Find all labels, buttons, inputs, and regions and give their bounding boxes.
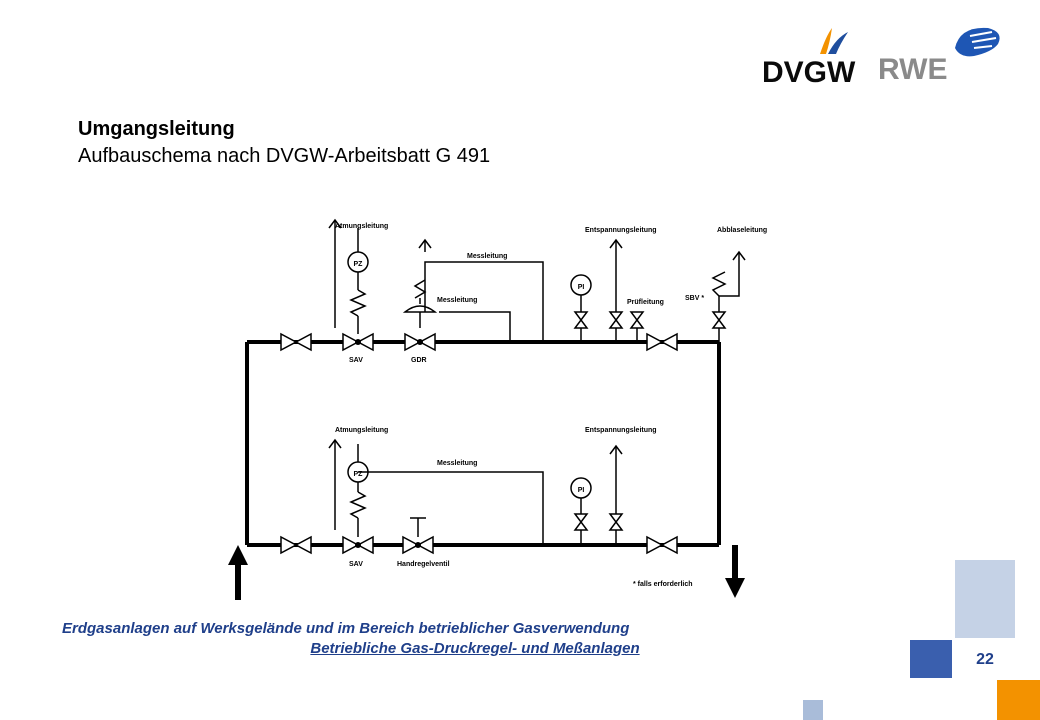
pz-bottom-label: PZ xyxy=(354,471,364,478)
label-sav-bottom: SAV xyxy=(349,561,363,568)
valve-icon xyxy=(280,535,312,555)
label-handregel: Handregelventil xyxy=(397,561,450,568)
label-abblase: Abblaseleitung xyxy=(717,227,767,234)
pi-bottom-label: PI xyxy=(578,487,585,494)
footer: Erdgasanlagen auf Werksgelände und im Be… xyxy=(0,620,830,657)
sav-bottom-dot xyxy=(355,542,361,548)
label-falls: * falls erforderlich xyxy=(633,581,693,588)
footer-line1: Erdgasanlagen auf Werksgelände und im Be… xyxy=(62,620,630,637)
sav-bottom-assembly xyxy=(347,444,369,537)
footer-link[interactable]: Betriebliche Gas-Druckregel- und Meßanla… xyxy=(310,640,640,657)
messleitung-top xyxy=(418,238,544,342)
label-atmung-bottom: Atmungsleitung xyxy=(335,427,388,434)
label-atmung-top: Atmungsleitung xyxy=(335,223,388,230)
page-title: Umgangsleitung xyxy=(78,118,235,140)
page-number: 22 xyxy=(976,651,994,668)
gdr-dot xyxy=(417,339,423,345)
label-mess-inner-top: Messleitung xyxy=(437,297,477,304)
label-pruef: Prüfleitung xyxy=(627,299,664,306)
flow-arrows xyxy=(228,545,745,600)
label-mess-bottom: Messleitung xyxy=(437,460,477,467)
deco-square-pale xyxy=(803,700,823,720)
rwe-text: RWE xyxy=(878,53,947,86)
sav-dot xyxy=(355,339,361,345)
outlet-bottom-valve-icon xyxy=(646,535,678,555)
outlet-arrow-icon xyxy=(725,545,745,598)
messleitung-bottom xyxy=(358,471,544,545)
deco-square-orange xyxy=(997,680,1040,720)
rwe-logo: RWE xyxy=(878,27,1000,86)
atmung-top-line xyxy=(328,218,342,328)
pi-top-label: PI xyxy=(578,284,585,291)
label-entspannung-bottom: Entspannungsleitung xyxy=(585,427,657,434)
piping-diagram: PZ PI xyxy=(215,200,815,610)
entspannung-bottom xyxy=(608,444,624,545)
dvgw-logo: DVGW xyxy=(762,28,856,89)
label-entspannung-top: Entspannungsleitung xyxy=(585,227,657,234)
dvgw-orange-flame xyxy=(820,28,832,54)
deco-square-blue xyxy=(910,640,952,678)
pi-bottom-assembly xyxy=(570,477,592,545)
title-block: Umgangsleitung Aufbauschema nach DVGW-Ar… xyxy=(78,118,490,168)
pz-top-label: PZ xyxy=(354,261,364,268)
pi-top-assembly xyxy=(570,274,592,342)
page-subtitle: Aufbauschema nach DVGW-Arbeitsbatt G 491 xyxy=(78,145,491,167)
handregel-stem xyxy=(410,517,426,537)
atmung-bottom-line xyxy=(328,438,342,530)
logo-area: DVGW RWE xyxy=(760,22,1010,92)
outlet-valve-icon xyxy=(646,332,678,352)
entspannung-top xyxy=(608,238,645,342)
label-mess-top: Messleitung xyxy=(467,253,507,260)
diagram-svg: PZ PI xyxy=(228,218,767,600)
sbv-assembly xyxy=(711,250,746,342)
valve-icon xyxy=(280,332,312,352)
deco-square-light xyxy=(955,560,1015,638)
dvgw-text: DVGW xyxy=(762,56,856,89)
handregel-dot xyxy=(415,542,421,548)
dvgw-blue-flame xyxy=(828,32,848,54)
sav-top-assembly xyxy=(347,228,369,334)
label-sbv: SBV * xyxy=(685,295,704,302)
diagram-labels: Atmungsleitung Messleitung Messleitung E… xyxy=(335,223,767,588)
label-sav-top: SAV xyxy=(349,357,363,364)
logos-svg: DVGW RWE xyxy=(762,27,1000,89)
rwe-hand-fingers xyxy=(969,31,997,49)
inlet-arrow-icon xyxy=(228,545,248,600)
label-gdr: GDR xyxy=(411,357,427,364)
gdr-actuator xyxy=(402,279,438,328)
main-pipes xyxy=(245,340,721,547)
